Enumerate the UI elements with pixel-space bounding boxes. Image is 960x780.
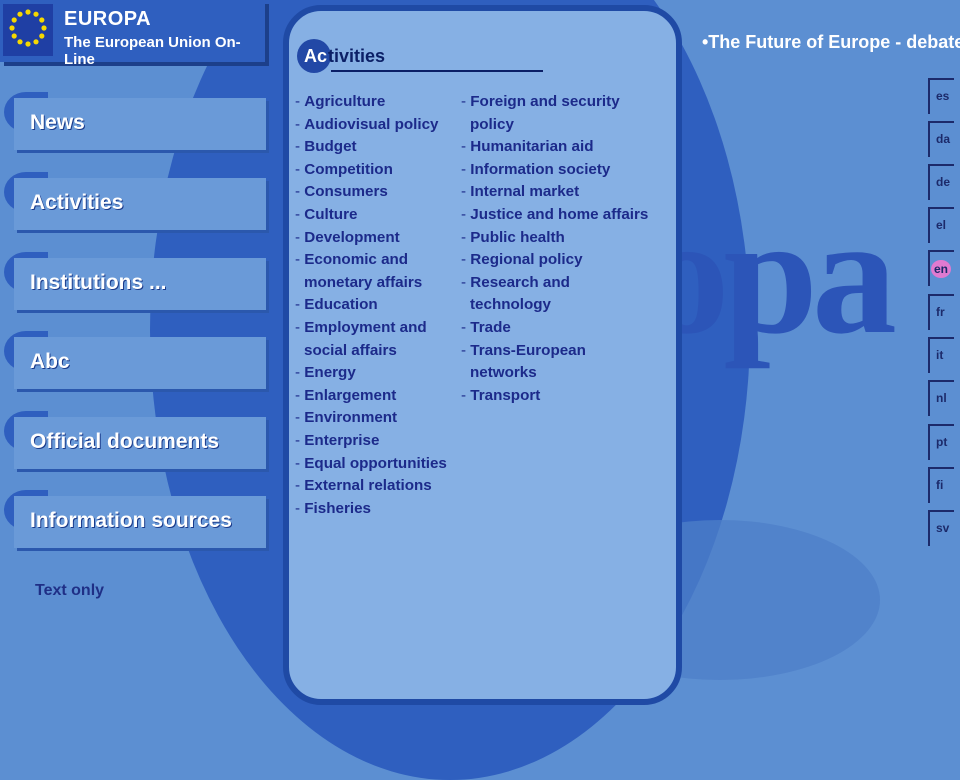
language-nl-link[interactable]: nl xyxy=(928,380,954,416)
nav-abc-label: Abc xyxy=(30,350,70,373)
activity-link-competition[interactable]: Competition xyxy=(295,159,455,182)
nav-news-label: News xyxy=(30,111,85,134)
activities-heading: Ac tivities xyxy=(297,39,547,79)
language-da-label: da xyxy=(936,132,951,146)
nav-information-sources-button[interactable]: Information sources xyxy=(4,490,266,548)
activity-link-transport[interactable]: Transport xyxy=(461,385,651,408)
activity-link-employment-social-affairs[interactable]: Employment and social affairs xyxy=(295,317,455,362)
nav-activities-label: Activities xyxy=(30,191,124,214)
language-de-link[interactable]: de xyxy=(928,164,954,200)
language-fr-link[interactable]: fr xyxy=(928,294,954,330)
language-pt-label: pt xyxy=(936,435,948,449)
language-pt-link[interactable]: pt xyxy=(928,424,954,460)
activity-link-energy[interactable]: Energy xyxy=(295,362,455,385)
activity-link-public-health[interactable]: Public health xyxy=(461,227,651,250)
nav-abc-button[interactable]: Abc xyxy=(4,331,266,389)
activity-link-internal-market[interactable]: Internal market xyxy=(461,181,651,204)
language-es-label: es xyxy=(936,89,950,103)
activities-heading-text: tivities xyxy=(328,46,386,66)
activity-link-external-relations[interactable]: External relations xyxy=(295,475,455,498)
activity-link-justice-home-affairs[interactable]: Justice and home affairs xyxy=(461,204,651,227)
activity-link-enterprise[interactable]: Enterprise xyxy=(295,430,455,453)
language-fr-label: fr xyxy=(936,305,945,319)
activity-link-education[interactable]: Education xyxy=(295,294,455,317)
activity-link-environment[interactable]: Environment xyxy=(295,407,455,430)
nav-activities-button[interactable]: Activities xyxy=(4,172,266,230)
activity-link-budget[interactable]: Budget xyxy=(295,136,455,159)
activity-link-regional-policy[interactable]: Regional policy xyxy=(461,249,651,272)
activity-link-information-society[interactable]: Information society xyxy=(461,159,651,182)
activities-heading-rule xyxy=(331,70,543,72)
activity-link-research-technology[interactable]: Research and technology xyxy=(461,272,651,317)
future-of-europe-link[interactable]: •The Future of Europe - debate xyxy=(702,32,960,52)
activities-list-right: Foreign and security policy Humanitarian… xyxy=(461,91,651,407)
language-en-label: en xyxy=(931,260,951,278)
language-da-link[interactable]: da xyxy=(928,121,954,157)
activity-link-consumers[interactable]: Consumers xyxy=(295,181,455,204)
language-el-label: el xyxy=(936,218,947,232)
language-it-link[interactable]: it xyxy=(928,337,954,373)
language-en-link[interactable]: en xyxy=(928,250,954,286)
nav-information-sources-label: Information sources xyxy=(30,509,232,532)
language-nl-label: nl xyxy=(936,391,947,405)
language-de-label: de xyxy=(936,175,951,189)
language-fi-link[interactable]: fi xyxy=(928,467,954,503)
activities-list-left: Agriculture Audiovisual policy Budget Co… xyxy=(295,91,455,520)
language-it-label: it xyxy=(936,348,944,362)
activity-link-foreign-security-policy[interactable]: Foreign and security policy xyxy=(461,91,651,136)
nav-institutions-label: Institutions ... xyxy=(30,271,167,294)
eu-flag-icon xyxy=(3,4,53,56)
text-only-link[interactable]: Text only xyxy=(35,582,105,599)
activities-panel: Ac tivities Agriculture Audiovisual poli… xyxy=(283,5,682,705)
activity-link-enlargement[interactable]: Enlargement xyxy=(295,385,455,408)
activities-heading-ac: Ac xyxy=(304,46,328,66)
activity-link-fisheries[interactable]: Fisheries xyxy=(295,498,455,521)
nav-news-button[interactable]: News xyxy=(4,92,266,150)
site-header[interactable]: EUROPA The European Union On-Line xyxy=(0,0,265,68)
activity-link-equal-opportunities[interactable]: Equal opportunities xyxy=(295,453,455,476)
language-sv-link[interactable]: sv xyxy=(928,510,954,546)
activity-link-development[interactable]: Development xyxy=(295,227,455,250)
language-sv-label: sv xyxy=(936,521,950,535)
language-es-link[interactable]: es xyxy=(928,78,954,114)
activity-link-agriculture[interactable]: Agriculture xyxy=(295,91,455,114)
activity-link-humanitarian-aid[interactable]: Humanitarian aid xyxy=(461,136,651,159)
activity-link-economic-monetary-affairs[interactable]: Economic and monetary affairs xyxy=(295,249,455,294)
nav-official-documents-button[interactable]: Official documents xyxy=(4,411,266,469)
language-fi-label: fi xyxy=(936,478,944,492)
site-title: EUROPA xyxy=(64,8,152,30)
activity-link-trans-european-networks[interactable]: Trans-European networks xyxy=(461,340,651,385)
nav-official-documents-label: Official documents xyxy=(30,430,220,453)
language-el-link[interactable]: el xyxy=(928,207,954,243)
activity-link-culture[interactable]: Culture xyxy=(295,204,455,227)
activity-link-trade[interactable]: Trade xyxy=(461,317,651,340)
site-subtitle: The European Union On-Line xyxy=(64,34,241,68)
nav-institutions-button[interactable]: Institutions ... xyxy=(4,252,266,310)
activity-link-audiovisual-policy[interactable]: Audiovisual policy xyxy=(295,114,455,137)
activities-heading-badge xyxy=(297,39,331,73)
